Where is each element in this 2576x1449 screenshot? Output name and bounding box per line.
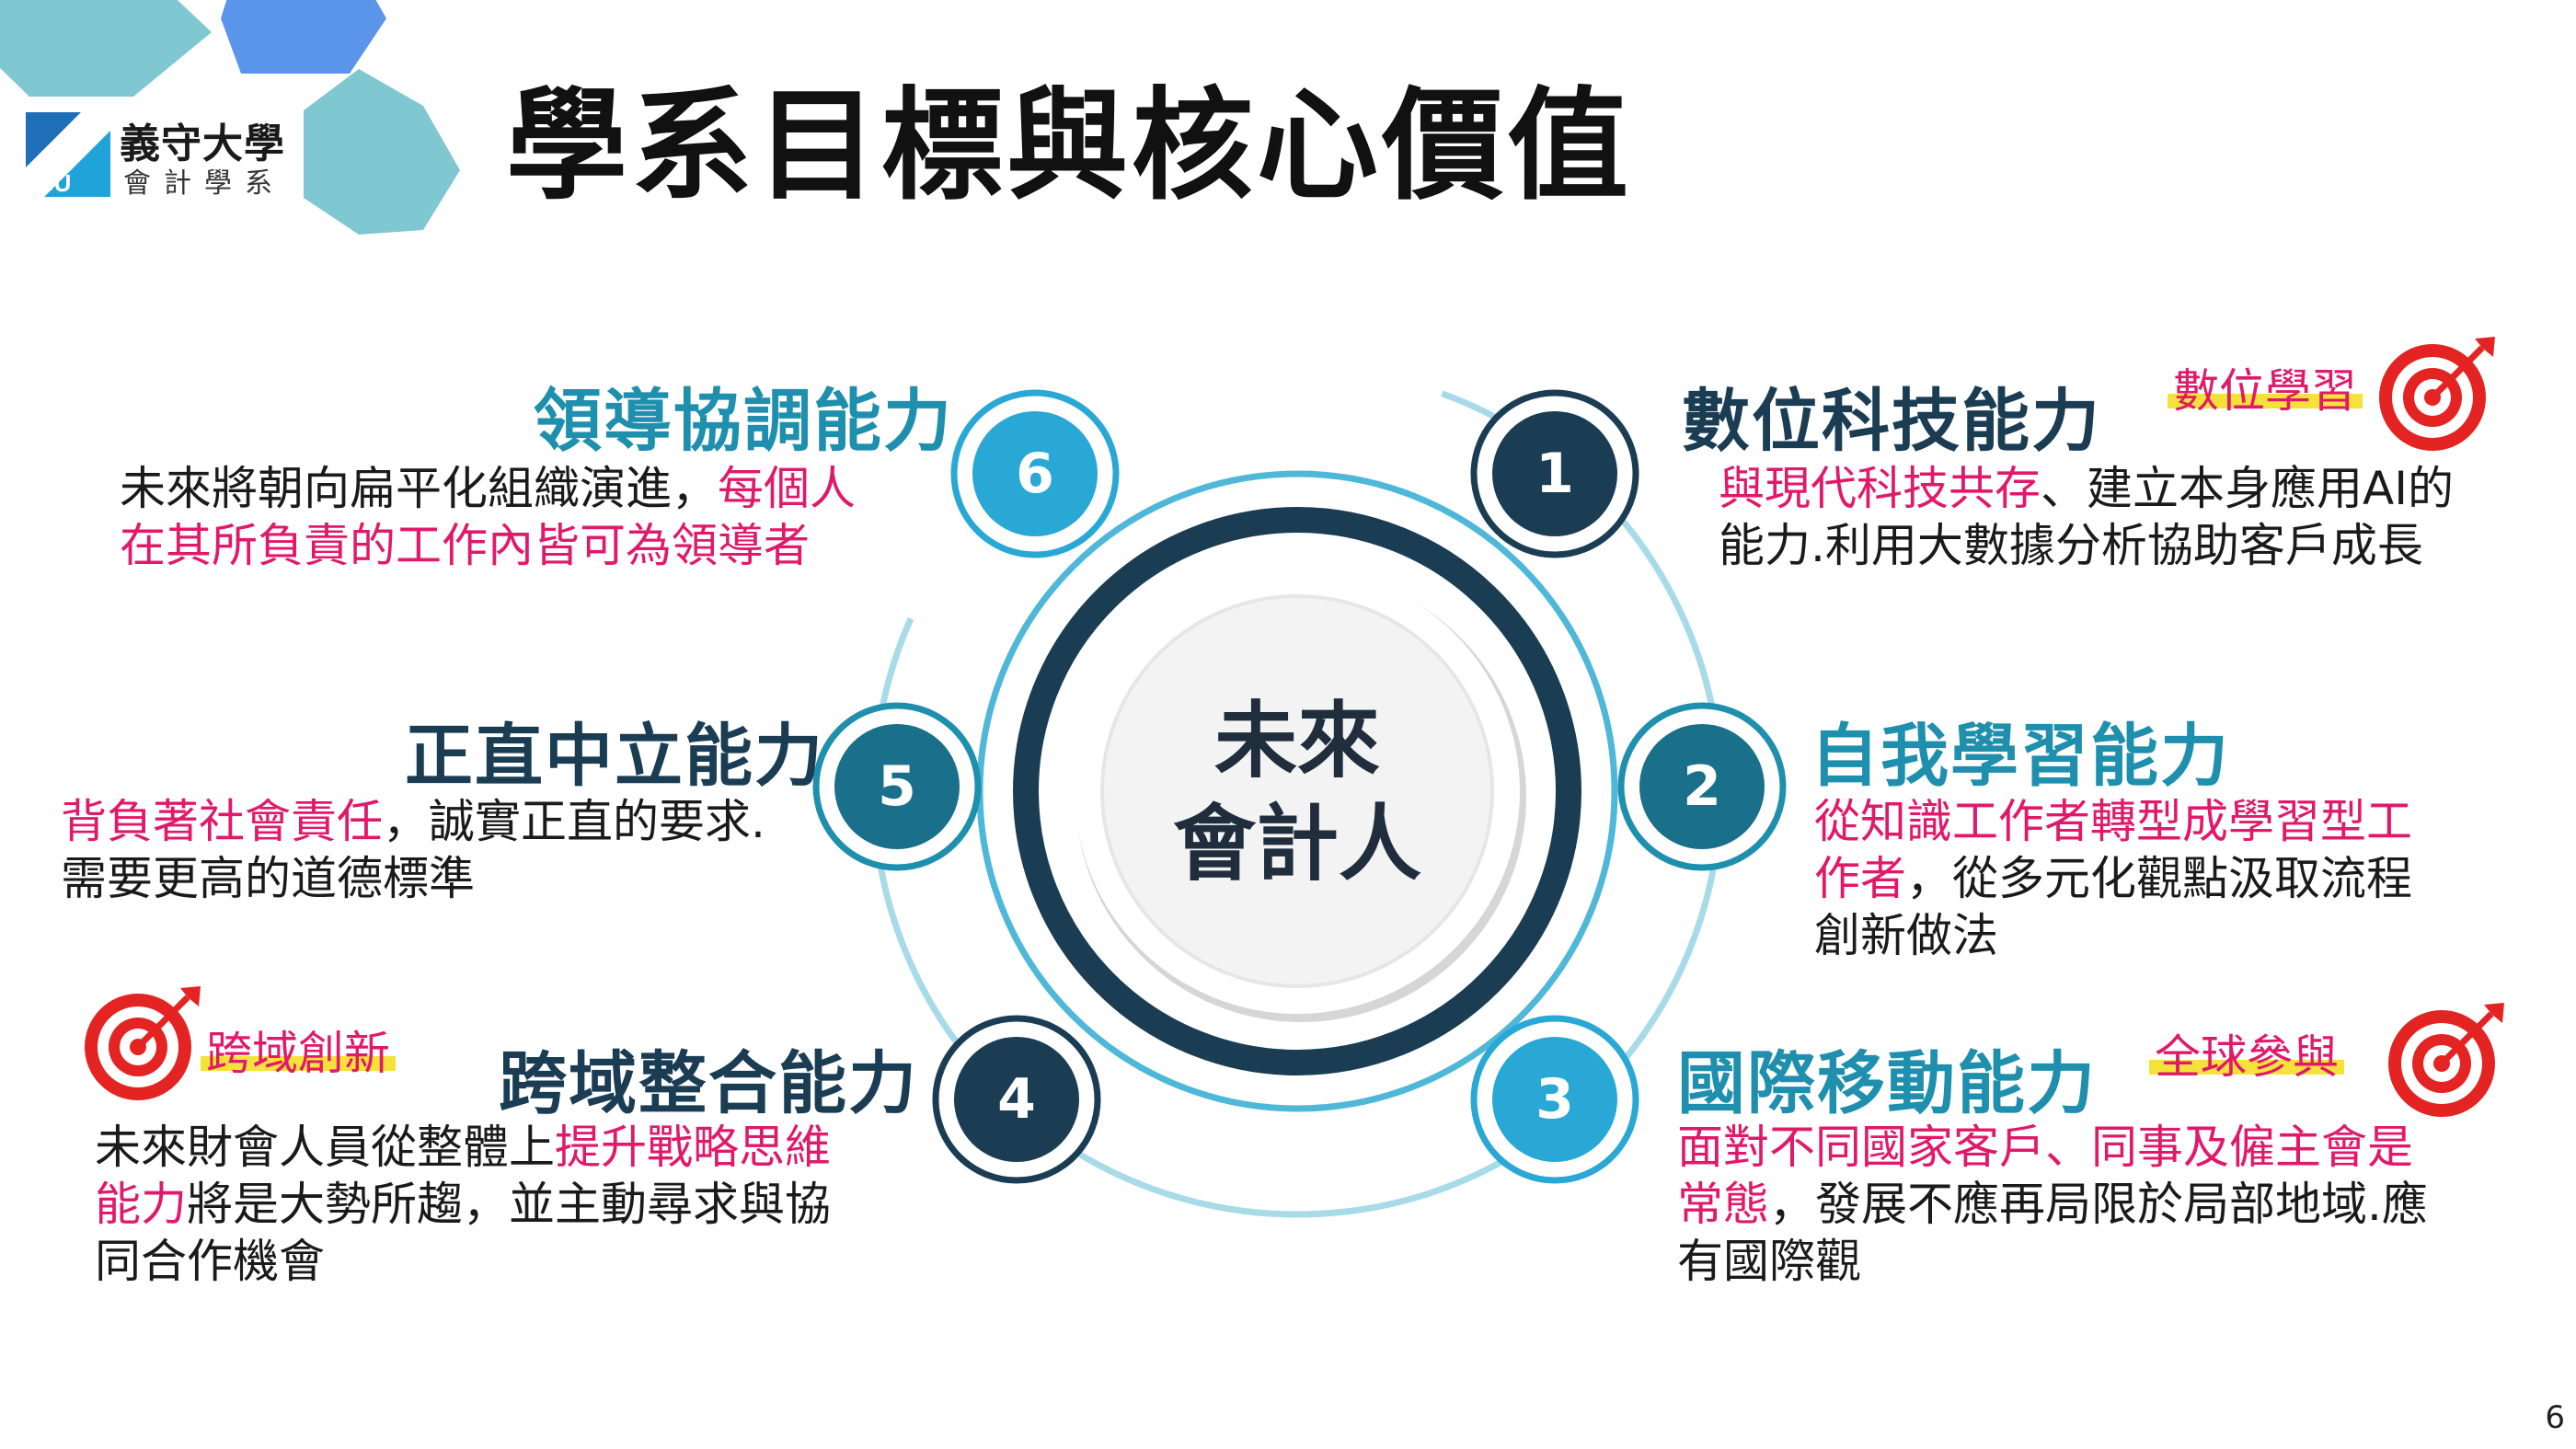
isu-logo-mark: ISU xyxy=(26,112,110,197)
highlighted-text: 作者 xyxy=(1814,852,1906,905)
description-line: 未來將朝向扁平化組織演進，每個人 xyxy=(120,460,856,517)
description-line: 常態，發展不應再局限於局部地域.應 xyxy=(1677,1176,2428,1233)
description-line: 需要更高的道德標準 xyxy=(61,850,765,907)
description-text: 能力.利用大數據分析協助客戶成長 xyxy=(1719,519,2423,572)
center-label: 未來 會計人 xyxy=(1150,690,1444,896)
node-4-tag: 跨域創新 xyxy=(201,1030,396,1076)
node-6-circle xyxy=(950,389,1120,558)
description-text: 將是大勢所趨，並主動尋求與協 xyxy=(187,1178,831,1231)
node-5-circle xyxy=(812,702,982,871)
node-1-tag: 數位學習 xyxy=(2168,368,2363,414)
description-line: 面對不同國家客戶、同事及僱主會是 xyxy=(1677,1119,2428,1176)
description-line: 作者，從多元化觀點汲取流程 xyxy=(1814,850,2412,907)
description-line: 從知識工作者轉型成學習型工 xyxy=(1814,793,2412,850)
hexagon-teal-right xyxy=(304,69,460,235)
hexagon-teal-top-left xyxy=(0,0,212,97)
center-label-line1: 未來 xyxy=(1214,693,1380,789)
node-3-description: 面對不同國家客戶、同事及僱主會是常態，發展不應再局限於局部地域.應有國際觀 xyxy=(1677,1119,2428,1290)
description-text: ，從多元化觀點汲取流程 xyxy=(1906,852,2412,905)
highlighted-text: 提升戰略思維 xyxy=(555,1121,831,1174)
node-3-number: 3 xyxy=(1535,1067,1574,1132)
description-text: 同合作機會 xyxy=(95,1235,325,1288)
highlighted-text: 在其所負責的工作內皆可為領導者 xyxy=(120,519,810,572)
description-text: 有國際觀 xyxy=(1677,1235,1861,1288)
highlighted-text: 常態 xyxy=(1677,1178,1769,1231)
description-text: ，發展不應再局限於局部地域.應 xyxy=(1769,1178,2428,1231)
node-6-description: 未來將朝向扁平化組織演進，每個人在其所負責的工作內皆可為領導者 xyxy=(120,460,856,574)
node-6-number: 6 xyxy=(1016,442,1054,506)
node-2-heading: 自我學習能力 xyxy=(1811,717,2230,796)
university-name: 義守大學 xyxy=(120,121,285,167)
target-icon xyxy=(2379,337,2495,451)
node-5-number: 5 xyxy=(878,754,916,819)
node-1-description: 與現代科技共存、建立本身應用AI的能力.利用大數據分析協助客戶成長 xyxy=(1719,460,2454,574)
description-line: 能力.利用大數據分析協助客戶成長 xyxy=(1719,517,2454,574)
node-2-number: 2 xyxy=(1683,754,1721,819)
description-text: 未來將朝向扁平化組織演進， xyxy=(120,462,718,515)
description-text: ，誠實正直的要求. xyxy=(383,795,765,848)
description-text: 創新做法 xyxy=(1814,909,1998,962)
description-line: 未來財會人員從整體上提升戰略思維 xyxy=(95,1119,831,1176)
node-4-description: 未來財會人員從整體上提升戰略思維能力將是大勢所趨，並主動尋求與協同合作機會 xyxy=(95,1119,831,1290)
logo-mark-text: ISU xyxy=(31,169,71,197)
highlighted-text: 能力 xyxy=(95,1178,187,1231)
highlighted-text: 背負著社會責任 xyxy=(61,795,383,848)
node-3-heading: 國際移動能力 xyxy=(1677,1044,2097,1123)
description-line: 創新做法 xyxy=(1814,907,2412,964)
description-line: 在其所負責的工作內皆可為領導者 xyxy=(120,517,856,574)
description-line: 同合作機會 xyxy=(95,1233,831,1290)
center-label-line2: 會計人 xyxy=(1173,796,1421,892)
node-3-tag: 全球參與 xyxy=(2149,1034,2344,1080)
target-icon xyxy=(2388,1003,2504,1117)
description-line: 能力將是大勢所趨，並主動尋求與協 xyxy=(95,1176,831,1233)
description-line: 與現代科技共存、建立本身應用AI的 xyxy=(1719,460,2454,517)
description-line: 有國際觀 xyxy=(1677,1233,2428,1290)
node-1-heading: 數位科技能力 xyxy=(1682,382,2101,461)
description-text: 需要更高的道德標準 xyxy=(61,852,475,905)
department-name: 會計學系 xyxy=(123,167,285,200)
description-text: 未來財會人員從整體上 xyxy=(95,1121,555,1174)
node-1-circle xyxy=(1470,389,1639,558)
node-4-circle xyxy=(932,1015,1101,1184)
node-2-description: 從知識工作者轉型成學習型工作者，從多元化觀點汲取流程創新做法 xyxy=(1814,793,2412,964)
description-line: 背負著社會責任，誠實正直的要求. xyxy=(61,793,765,850)
node-5-description: 背負著社會責任，誠實正直的要求.需要更高的道德標準 xyxy=(61,793,765,907)
inner-ring-dark xyxy=(1013,507,1581,1075)
hexagon-blue-top xyxy=(221,0,386,74)
highlighted-text: 面對不同國家客戶、同事及僱主會是 xyxy=(1677,1121,2413,1174)
node-1-number: 1 xyxy=(1535,442,1574,506)
node-3-circle xyxy=(1470,1015,1639,1184)
page-title: 學系目標與核心價值 xyxy=(506,75,1632,217)
node-5-heading: 正直中立能力 xyxy=(405,717,824,796)
description-text: 、建立本身應用AI的 xyxy=(2041,462,2454,515)
node-4-heading: 跨域整合能力 xyxy=(499,1044,918,1123)
target-icon xyxy=(85,986,201,1100)
center-disc-inner xyxy=(1100,594,1494,988)
hexagon-decoration-group xyxy=(0,0,460,235)
highlighted-text: 每個人 xyxy=(718,462,856,515)
page-number: 6 xyxy=(2545,1399,2565,1436)
node-6-heading: 領導協調能力 xyxy=(534,382,953,461)
node-2-circle xyxy=(1617,702,1787,871)
highlighted-text: 與現代科技共存 xyxy=(1719,462,2041,515)
highlighted-text: 從知識工作者轉型成學習型工 xyxy=(1814,795,2412,848)
university-logo: ISU 義守大學 會計學系 xyxy=(26,112,311,204)
node-4-number: 4 xyxy=(997,1067,1036,1132)
